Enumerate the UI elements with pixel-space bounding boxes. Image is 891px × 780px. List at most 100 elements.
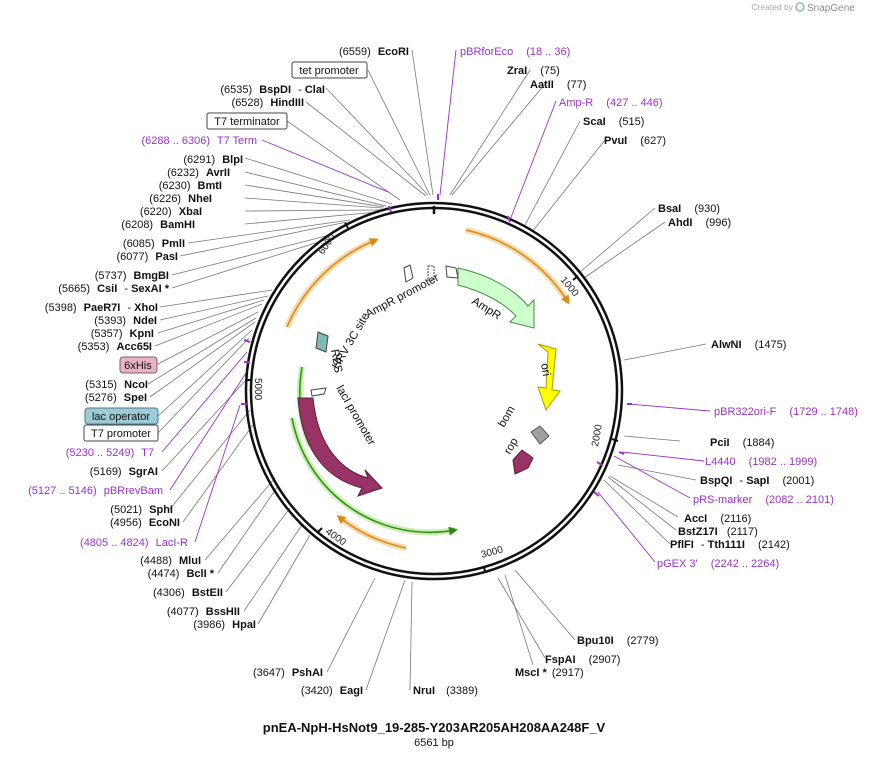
label-nhei[interactable]: (6226) NheI — [149, 193, 212, 205]
primer-amp-r[interactable]: Amp-R (427 .. 446) — [559, 97, 663, 109]
t7-terminator-box[interactable] — [206, 112, 288, 130]
tick-label-5000: 5000 — [252, 378, 263, 401]
primer-pbrforeco[interactable]: pBRforEco (18 .. 36) — [460, 46, 570, 58]
rop-feature[interactable] — [512, 449, 534, 475]
label-pmli[interactable]: (6085) PmlI — [123, 238, 185, 250]
right-labels: NruI (3389) MscI * (2917) FspAI (2907) B… — [413, 46, 858, 697]
credit-prefix: Created by — [751, 2, 793, 12]
hrv-site-label: HRV 3C site — [330, 311, 372, 372]
t7-promoter-box[interactable] — [83, 424, 159, 442]
label-acci[interactable]: AccI (2116) — [684, 513, 751, 525]
orf-arcs — [284, 227, 571, 551]
leader-lines — [147, 49, 707, 691]
lac-operator-box[interactable] — [84, 407, 159, 425]
label-blpi[interactable]: (6291) BlpI — [183, 154, 243, 166]
label-bstz17i[interactable]: BstZ17I (2117) — [678, 526, 758, 538]
snapgene-credit: Created by SnapGene — [751, 2, 855, 14]
bom-label: bom — [496, 404, 518, 429]
t7-terminator-label: T7 terminator — [214, 116, 280, 128]
ampr-promoter-feature[interactable] — [445, 265, 459, 279]
laci-promoter-label: lacI promoter — [333, 384, 377, 448]
backbone-inner-ring — [249, 206, 619, 576]
ori-label: ori — [538, 362, 552, 377]
plasmid-length: 6561 bp — [414, 737, 454, 749]
primer-laci-r[interactable]: (4805 .. 4824) LacI-R — [80, 537, 188, 549]
label-bamhi[interactable]: (6208) BamHI — [121, 219, 195, 231]
label-ecori[interactable]: (6559) EcoRI — [339, 46, 409, 58]
plasmid-name: pnEA-NpH-HsNot9_19-285-Y203AR205AH208AA2… — [263, 720, 606, 735]
lac-operator-feature[interactable] — [315, 331, 329, 353]
tick-label-2000: 2000 — [590, 423, 605, 447]
label-ndei[interactable]: (5393) NdeI — [94, 315, 157, 327]
6xhis-label: 6xHis — [124, 360, 152, 372]
label-bspqi[interactable]: BspQI - SapI (2001) — [700, 475, 814, 487]
6xhis-box[interactable] — [119, 356, 158, 374]
label-zrai[interactable]: ZraI (75) — [507, 65, 560, 77]
label-xbai[interactable]: (6220) XbaI — [140, 206, 202, 218]
label-avrii[interactable]: (6232) AvrII — [167, 167, 230, 179]
label-nrui[interactable]: NruI (3389) — [413, 685, 478, 697]
label-hpai[interactable]: (3986) HpaI — [193, 619, 256, 631]
primer-pbrrevbam[interactable]: (5127 .. 5146) pBRrevBam — [28, 485, 163, 497]
tick-label-3000: 3000 — [480, 544, 505, 560]
label-ahdi[interactable]: AhdI (996) — [668, 217, 731, 229]
label-pflfi[interactable]: PflFI - Tth111I (2142) — [670, 539, 790, 551]
primer-pgex-3[interactable]: pGEX 3' (2242 .. 2264) — [657, 558, 779, 570]
label-fspai[interactable]: FspAI (2907) — [545, 654, 620, 666]
primer-t7[interactable]: (5230 .. 5249) T7 — [66, 447, 154, 459]
ori-feature[interactable] — [537, 343, 561, 412]
laci-feature[interactable] — [297, 397, 383, 497]
primer-l4440[interactable]: L4440 (1982 .. 1999) — [705, 456, 817, 468]
tet-promoter-box[interactable] — [291, 61, 368, 79]
label-spei[interactable]: (5276) SpeI — [85, 392, 147, 404]
label-aatii[interactable]: AatII (77) — [530, 79, 586, 91]
label-pshai[interactable]: (3647) PshAI — [253, 667, 323, 679]
label-acc65i[interactable]: (5353) Acc65I — [78, 341, 152, 353]
label-bmgbi[interactable]: (5737) BmgBI — [95, 270, 169, 282]
primer-marks — [241, 194, 632, 497]
label-mlui[interactable]: (4488) MluI — [140, 555, 201, 567]
rbs-label: RBS — [328, 348, 344, 374]
primer-leader-lines — [161, 49, 711, 563]
hrv-region-feature[interactable] — [427, 265, 435, 281]
label-pcii[interactable]: PciI (1884) — [710, 437, 774, 449]
label-kpni[interactable]: (5357) KpnI — [91, 328, 154, 340]
label-bpu10i[interactable]: Bpu10I (2779) — [577, 635, 659, 647]
label-msci[interactable]: MscI * (2917) — [515, 667, 584, 679]
primer-t7-term[interactable]: (6288 .. 6306) T7 Term — [142, 135, 258, 147]
ampr-promoter-label: AmpR promoter — [364, 272, 441, 321]
label-alwni[interactable]: AlwNI (1475) — [711, 339, 786, 351]
t7-promoter-label: T7 promoter — [91, 428, 151, 440]
label-pvui[interactable]: PvuI (627) — [604, 135, 666, 147]
rop-label: rop — [502, 436, 521, 456]
label-bspdi[interactable]: (6535) BspDI - ClaI — [220, 84, 325, 96]
tet-promoter-feature[interactable] — [403, 264, 414, 283]
tet-promoter-label: tet promoter — [299, 65, 359, 77]
lac-operator-label: lac operator — [92, 411, 150, 423]
label-eagi[interactable]: (3420) EagI — [301, 685, 363, 697]
label-hindiii[interactable]: (6528) HindIII — [232, 97, 304, 109]
primer-prs-marker[interactable]: pRS-marker (2082 .. 2101) — [693, 494, 834, 506]
label-csii[interactable]: (5665) CsiI - SexAI * — [58, 283, 169, 295]
label-ncoi[interactable]: (5315) NcoI — [85, 379, 148, 391]
label-bcli[interactable]: (4474) BclI * — [148, 568, 215, 580]
ampr-feature[interactable] — [457, 267, 535, 329]
label-sphi[interactable]: (5021) SphI — [110, 504, 173, 516]
left-labels: (6559) EcoRI tet promoter (6535) BspDI -… — [28, 46, 409, 697]
primer-pbr322ori-f[interactable]: pBR322ori-F (1729 .. 1748) — [714, 406, 858, 418]
label-sgrai[interactable]: (5169) SgrAI — [90, 466, 158, 478]
label-bsai[interactable]: BsaI (930) — [658, 203, 720, 215]
ring-ticks — [246, 206, 619, 573]
label-paer7i[interactable]: (5398) PaeR7I - XhoI — [45, 302, 158, 314]
snapgene-logo-icon — [795, 2, 805, 12]
label-bsteii[interactable]: (4306) BstEII — [153, 587, 223, 599]
label-bsshii[interactable]: (4077) BssHII — [167, 606, 240, 618]
label-econi[interactable]: (4956) EcoNI — [110, 517, 180, 529]
label-scai[interactable]: ScaI (515) — [583, 116, 644, 128]
laci-promoter-feature[interactable] — [310, 387, 327, 397]
label-pasi[interactable]: (6077) PasI — [117, 251, 179, 263]
label-bmti[interactable]: (6230) BmtI — [159, 180, 222, 192]
bom-feature[interactable] — [530, 425, 550, 445]
